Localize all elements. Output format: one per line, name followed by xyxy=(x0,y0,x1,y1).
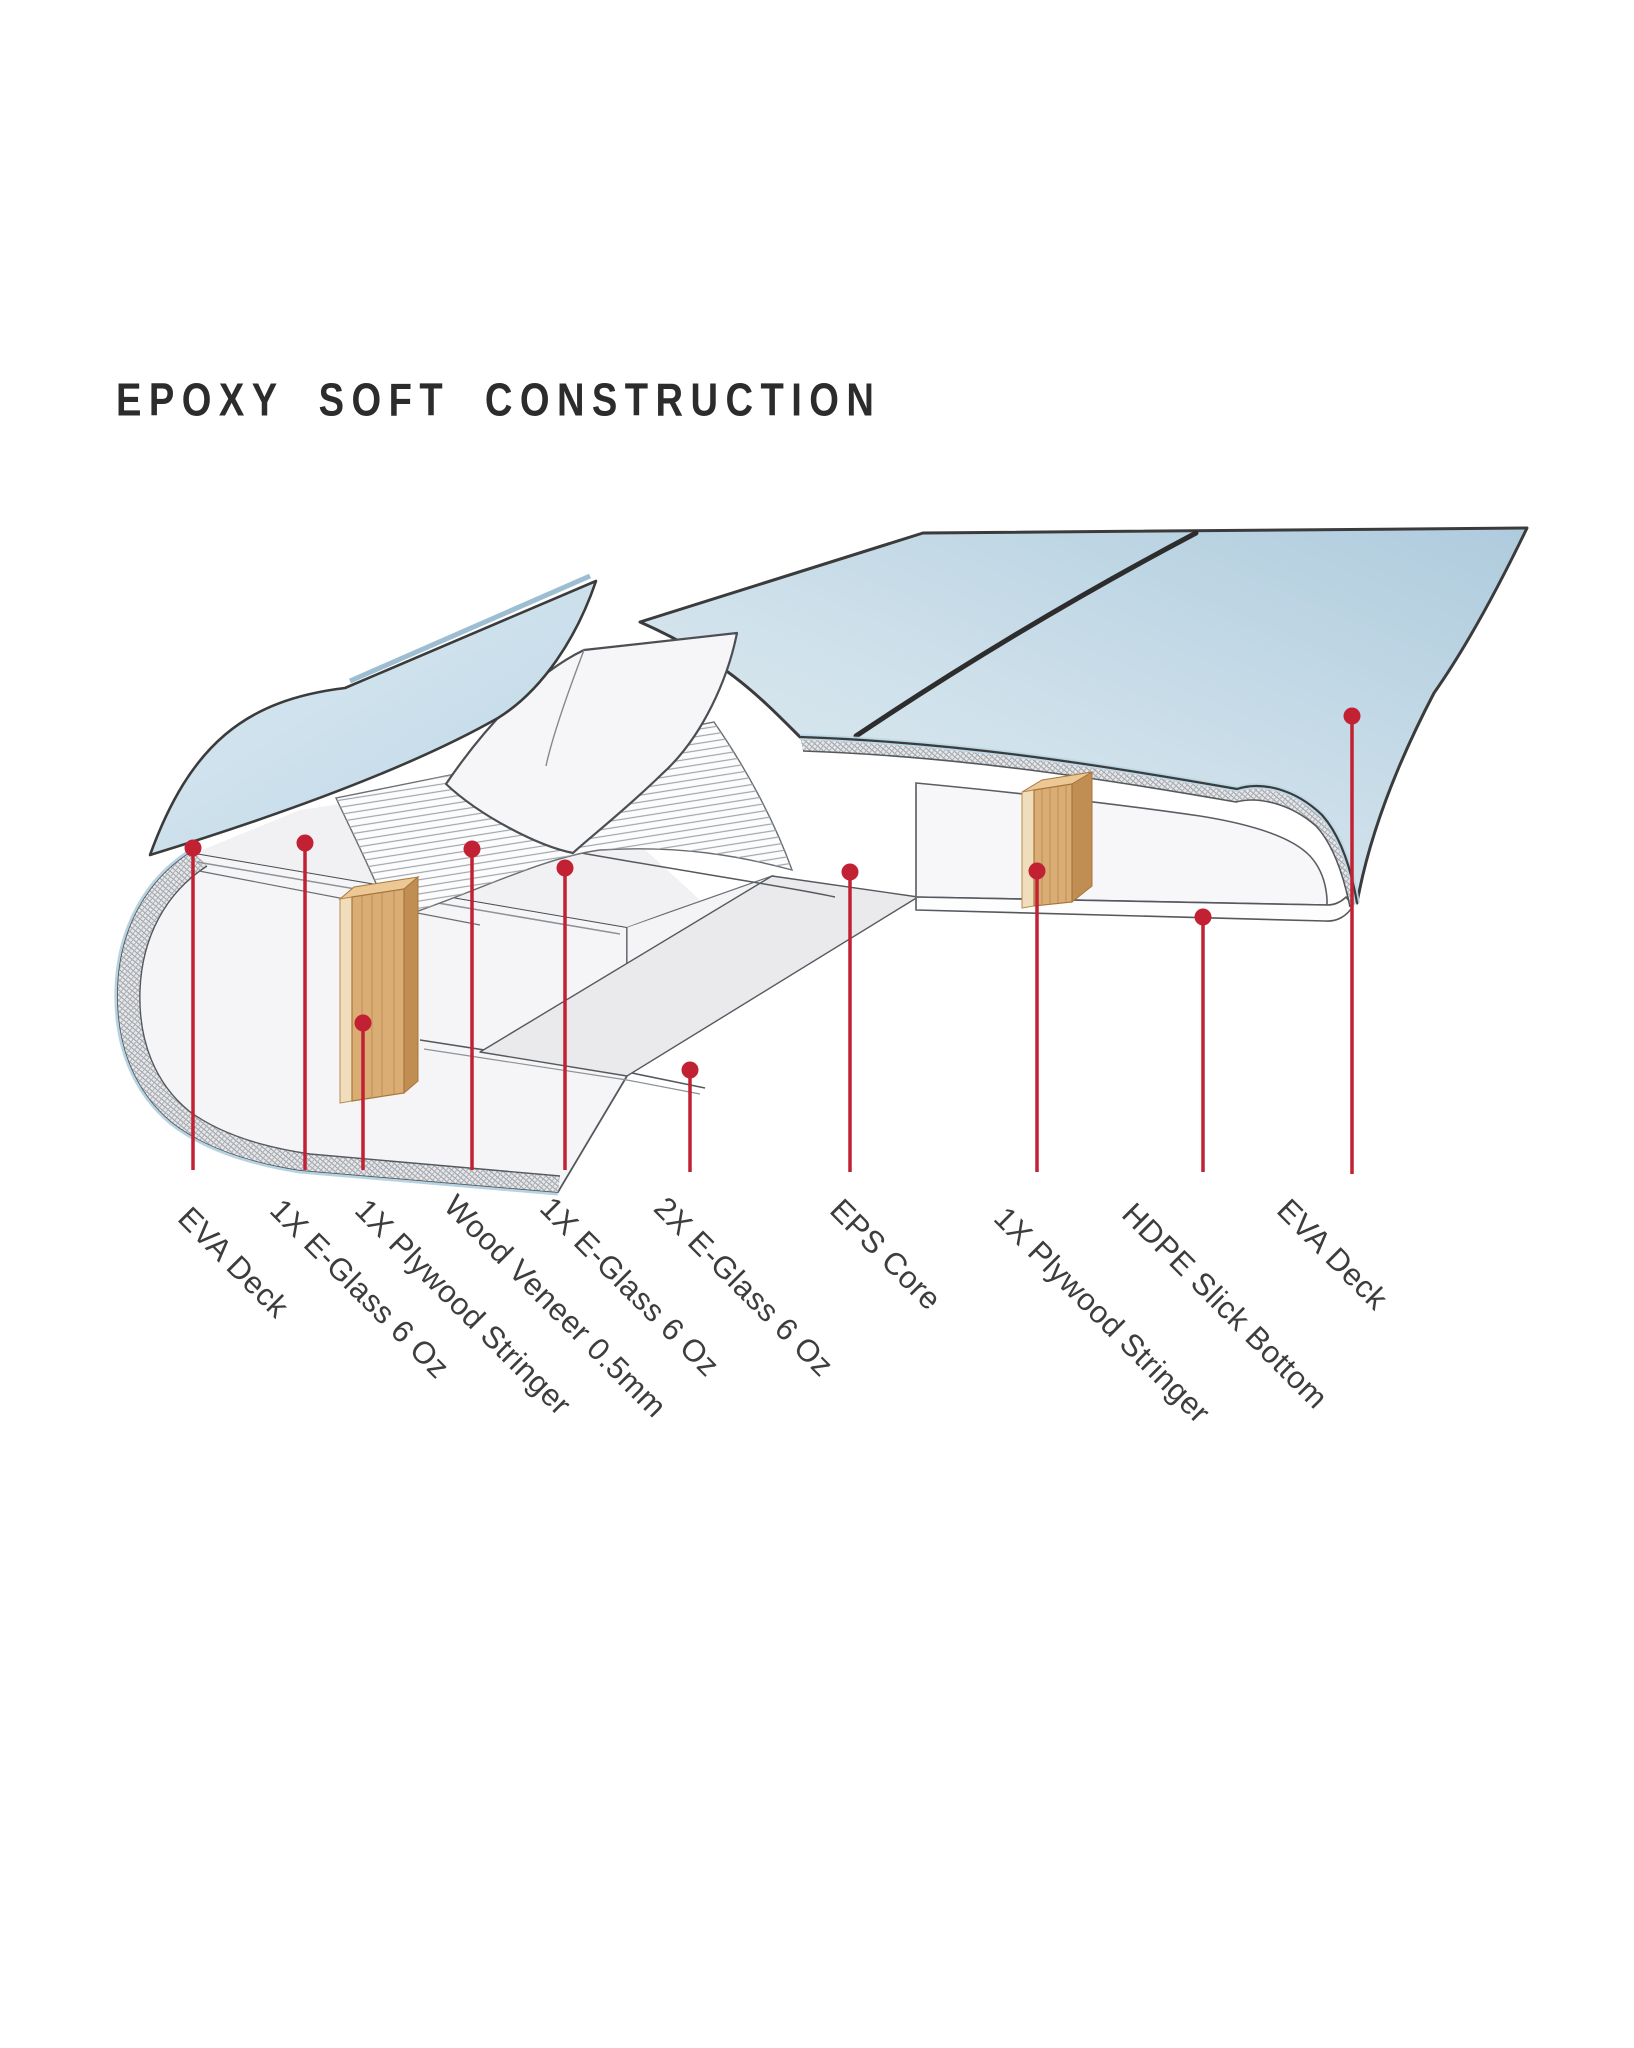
peeled-eva-edge-band xyxy=(348,573,592,684)
leader-dot xyxy=(1194,908,1212,926)
leader-dot xyxy=(184,839,202,857)
page-title: EPOXY SOFT CONSTRUCTION xyxy=(116,374,882,426)
layer-label: EVA Deck xyxy=(1270,1192,1395,1317)
plywood-stringer-left xyxy=(338,875,420,1104)
peeled-eva-sheet xyxy=(148,579,598,857)
leader-dot xyxy=(463,840,481,858)
top-laminate-inner-line xyxy=(802,750,1351,908)
plywood-left-face xyxy=(351,888,405,1102)
peeled-layers xyxy=(148,573,836,927)
plywood-right-grain xyxy=(1041,786,1067,905)
top-laminate-top-line xyxy=(799,735,1359,904)
stack-edge-3 xyxy=(198,870,481,926)
leader-dot xyxy=(1028,862,1046,880)
layer-label: EPS Core xyxy=(823,1192,949,1318)
leader-dot xyxy=(841,863,859,881)
leader-dot xyxy=(556,859,574,877)
deck-stringer-line xyxy=(853,530,1199,739)
peeled-glass-fold-line xyxy=(545,649,585,767)
leader-dot xyxy=(354,1014,372,1032)
leader-lines xyxy=(184,707,1361,1174)
leader-dot xyxy=(296,834,314,852)
rail-laminate-band xyxy=(117,851,560,1192)
layer-label: 1X Plywood Stringer xyxy=(987,1200,1218,1431)
leader-dot xyxy=(681,1061,699,1079)
leader-dot xyxy=(1343,707,1361,725)
top-laminate-band xyxy=(800,737,1357,907)
eps-core-block xyxy=(479,874,919,1078)
rail-laminate-inner-line xyxy=(139,865,561,1177)
bottom-glass-edge-2 xyxy=(423,1048,701,1095)
plywood-left-grain xyxy=(361,891,395,1099)
